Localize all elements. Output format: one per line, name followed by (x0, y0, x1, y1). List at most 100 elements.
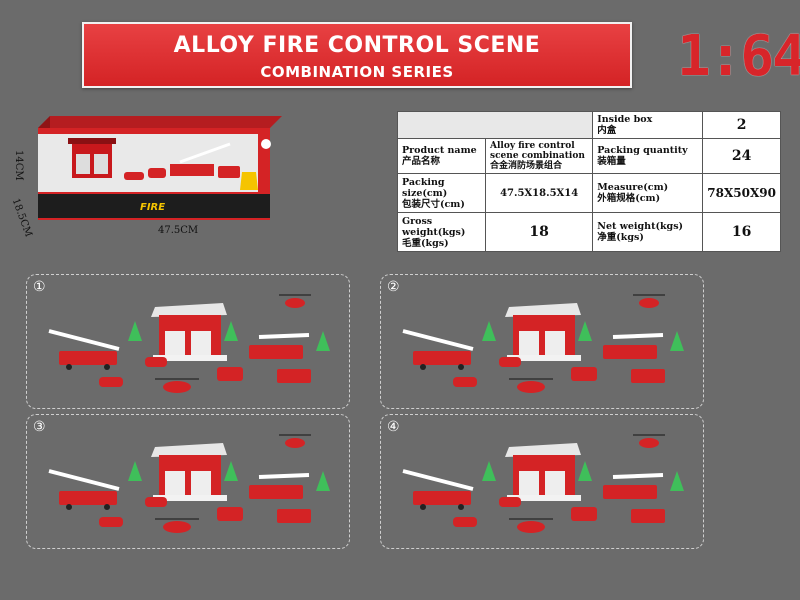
station-roof (151, 303, 227, 317)
wheel (66, 504, 72, 510)
wheel (420, 364, 426, 370)
truck-ladder (402, 469, 474, 491)
ground-helicopter (517, 381, 545, 393)
tower-boom (612, 333, 664, 339)
rescue-truck (277, 509, 311, 523)
banner-title: ALLOY FIRE CONTROL SCENE (173, 33, 541, 58)
tower-boom (258, 473, 310, 479)
fire-scene-image (48, 294, 330, 393)
sports-car (99, 377, 123, 387)
net-weight-value: 16 (702, 212, 781, 252)
ladder-truck (59, 351, 117, 365)
box-height-label: 14CM (13, 150, 24, 181)
fire-scene-image (402, 294, 684, 393)
panel-number: ① (33, 279, 46, 295)
banner-subtitle: COMBINATION SERIES (260, 63, 454, 81)
tree (128, 461, 142, 481)
measure-label: Measure(cm) (597, 182, 669, 194)
suv (571, 507, 597, 521)
wheel (420, 504, 426, 510)
ground-helicopter (517, 521, 545, 533)
sports-car (99, 517, 123, 527)
wheel (66, 364, 72, 370)
packing-qty-value: 24 (702, 137, 781, 175)
station-base (507, 355, 581, 361)
ground-helicopter (163, 381, 191, 393)
gross-weight-value: 18 (484, 212, 594, 252)
product-name-label: Product name (402, 145, 477, 157)
product-name-value: Alloy fire control scene combination (490, 141, 585, 162)
truck-ladder (48, 469, 120, 491)
station-door (165, 331, 185, 355)
sedan (499, 497, 521, 507)
fire-scene-image (48, 434, 330, 533)
gross-weight-label-cn: 毛重(kgs) (402, 237, 449, 249)
sports-car (453, 377, 477, 387)
wheel (458, 364, 464, 370)
title-banner: ALLOY FIRE CONTROL SCENE COMBINATION SER… (82, 22, 632, 88)
packing-qty-label: Packing quantity (597, 145, 688, 157)
variant-panel-4: ④ (380, 414, 704, 549)
box-width-label: 47.5CM (158, 225, 199, 236)
truck-ladder (402, 329, 474, 351)
tower-truck (249, 345, 303, 359)
rescue-truck (277, 369, 311, 383)
suv (217, 507, 243, 521)
station-base (153, 355, 227, 361)
ground-helicopter (163, 521, 191, 533)
inside-box-value: 2 (702, 111, 781, 139)
station-roof (505, 303, 581, 317)
packing-size-label: Packing size(cm) (402, 176, 448, 199)
tree (224, 461, 238, 481)
measure-label-cn: 外箱规格(cm) (597, 193, 661, 205)
suv (217, 367, 243, 381)
sports-car (453, 517, 477, 527)
station-base (153, 495, 227, 501)
ladder-truck (413, 491, 471, 505)
sedan (499, 357, 521, 367)
inside-box-label-cn: 内盒 (597, 124, 617, 136)
gross-weight-label: Gross weight(kgs) (402, 215, 466, 238)
station-base (507, 495, 581, 501)
station-door (165, 471, 185, 495)
variant-panel-2: ② (380, 274, 704, 409)
tree (316, 471, 330, 491)
ladder-truck (59, 491, 117, 505)
svg-text:FIRE: FIRE (140, 202, 165, 213)
inside-box-label: Inside box (597, 113, 653, 125)
station-roof (151, 443, 227, 457)
tree (316, 331, 330, 351)
sedan (145, 357, 167, 367)
packing-size-label-cn: 包装尺寸(cm) (402, 198, 465, 210)
tower-truck (249, 485, 303, 499)
tree (482, 461, 496, 481)
helicopter (285, 298, 305, 308)
tower-boom (612, 473, 664, 479)
measure-value: 78X50X90 (702, 173, 781, 214)
station-door (545, 331, 565, 355)
wheel (104, 504, 110, 510)
wheel (458, 504, 464, 510)
tower-boom (258, 333, 310, 339)
station-door (191, 331, 211, 355)
tree (482, 321, 496, 341)
packing-qty-label-cn: 装箱量 (597, 156, 626, 168)
net-weight-label: Net weight(kgs) (597, 221, 684, 233)
net-weight-label-cn: 净重(kgs) (597, 232, 644, 244)
suv (571, 367, 597, 381)
station-door (519, 331, 539, 355)
rescue-truck (631, 509, 665, 523)
tower-truck (603, 485, 657, 499)
station-door (519, 471, 539, 495)
tree (128, 321, 142, 341)
ladder-truck (413, 351, 471, 365)
helicopter (285, 438, 305, 448)
tree (578, 461, 592, 481)
tower-truck (603, 345, 657, 359)
sedan (145, 497, 167, 507)
station-roof (505, 443, 581, 457)
helicopter (639, 298, 659, 308)
packing-size-value: 47.5X18.5X14 (484, 173, 594, 214)
station-door (191, 471, 211, 495)
scale-label: 1:64 (677, 24, 800, 89)
